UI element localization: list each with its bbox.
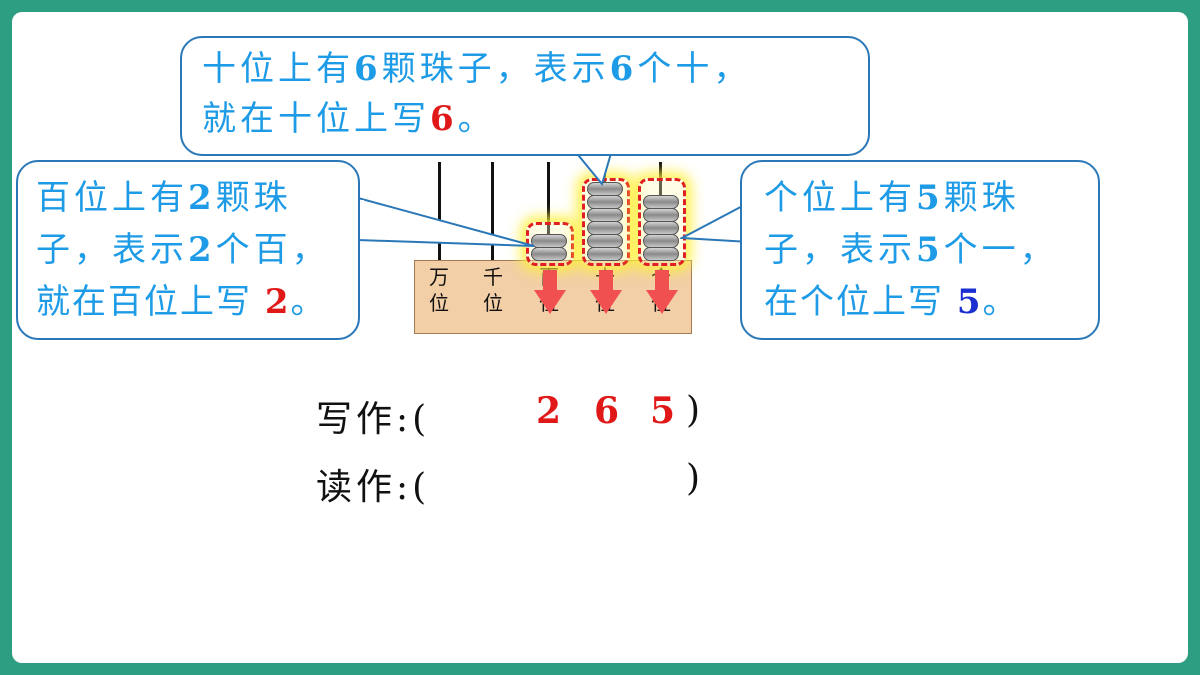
answer-digit-hundreds: 2 (536, 390, 562, 432)
bubble-tail-tens (572, 150, 614, 187)
callout-ones-line1: 个位上有5颗珠 (764, 178, 1020, 218)
callout-ones-line3: 在个位上写 5。 (764, 282, 1019, 322)
rod-bai (547, 162, 550, 262)
arrow-down-tens-icon (590, 270, 622, 314)
rod-wan (438, 162, 441, 262)
bead-shi (587, 221, 623, 235)
answer-digit-tens: 6 (594, 390, 620, 432)
callout-hundreds-line3: 就在百位上写 2。 (36, 282, 327, 322)
bead-ge (643, 234, 679, 248)
callout-hundreds-line2: 子，表示2个百， (36, 230, 330, 270)
bead-shi (587, 208, 623, 222)
bead-ge (643, 208, 679, 222)
bead-shi (587, 234, 623, 248)
write-as-label: 写作:( (316, 399, 431, 440)
read-as-label: 读作:( (316, 467, 431, 508)
callout-ones: 个位上有5颗珠 子，表示5个一， 在个位上写 5。 (740, 160, 1100, 340)
callout-hundreds: 百位上有2颗珠 子，表示2个百， 就在百位上写 2。 (16, 160, 360, 340)
bead-shi (587, 247, 623, 261)
bead-ge (643, 247, 679, 261)
arrow-down-hundreds-icon (534, 270, 566, 314)
answer-digit-ones: 5 (650, 390, 676, 432)
bead-ge (643, 195, 679, 209)
callout-hundreds-line1: 百位上有2颗珠 (36, 178, 292, 218)
bead-ge (643, 221, 679, 235)
bubble-tail-hundreds (358, 196, 535, 247)
callout-tens-line2: 就在十位上写6。 (202, 99, 496, 139)
arrow-down-ones-icon (646, 270, 678, 314)
bead-bai (531, 234, 567, 248)
bead-shi (587, 195, 623, 209)
callout-ones-line2: 子，表示5个一， (764, 230, 1058, 270)
slide-canvas: 万位 千位 百位 十位 个位 (12, 12, 1188, 663)
read-as-close-paren: ) (686, 458, 701, 499)
place-label-wan: 万位 (429, 265, 449, 315)
place-label-qian: 千位 (483, 265, 503, 315)
write-as-close-paren: ) (686, 390, 701, 431)
callout-tens: 十位上有6颗珠子，表示6个十， 就在十位上写6。 (180, 36, 870, 156)
callout-tens-line1: 十位上有6颗珠子，表示6个十， (202, 49, 752, 89)
rod-qian (491, 162, 494, 262)
bead-shi (587, 182, 623, 196)
